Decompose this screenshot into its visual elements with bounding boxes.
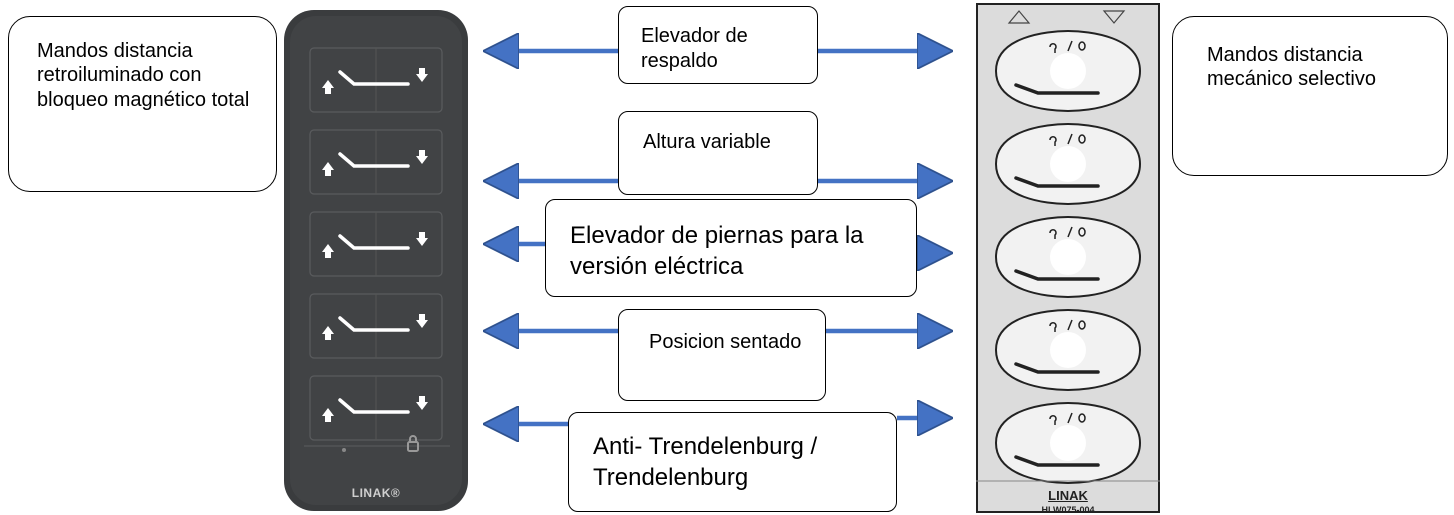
lock-icon [1078, 41, 1086, 51]
arrow-up-icon [322, 80, 334, 94]
unlock-icon [1049, 229, 1057, 239]
lock-icon [407, 435, 419, 452]
lock-icon [1078, 320, 1086, 330]
mechanical-button-1[interactable] [994, 29, 1142, 113]
label-sitting: Posicion sentado [618, 309, 826, 401]
label-sitting-text: Posicion sentado [649, 331, 802, 353]
bed-icon [338, 234, 410, 250]
mechanical-button-2[interactable] [994, 122, 1142, 206]
callout-backlit-remote-text: Mandos distancia retroiluminado con bloq… [37, 40, 250, 111]
bed-icon [1014, 83, 1100, 95]
arrow-up-icon [322, 162, 334, 176]
backlit-button-2[interactable] [309, 129, 443, 195]
arrow-up-icon [322, 408, 334, 422]
label-legs: Elevador de piernas para la versión eléc… [545, 199, 917, 297]
arrow-up-icon [322, 326, 334, 340]
label-trendelenburg-text: Anti- Trendelenburg / Trendelenburg [593, 433, 818, 492]
mechanical-button-3[interactable] [994, 215, 1142, 299]
lock-icon [1078, 227, 1086, 237]
callout-backlit-remote: Mandos distancia retroiluminado con bloq… [8, 16, 277, 192]
label-legs-text: Elevador de piernas para la versión eléc… [570, 222, 864, 281]
unlock-icon [1049, 415, 1057, 425]
backlit-button-3[interactable] [309, 211, 443, 277]
label-trendelenburg: Anti- Trendelenburg / Trendelenburg [568, 412, 897, 512]
backlit-remote [284, 10, 468, 511]
mechanical-remote-model: HLW075-004 [1041, 505, 1095, 515]
bed-icon [1014, 176, 1100, 188]
backlit-button-4[interactable] [309, 293, 443, 359]
up-triangle-icon [1007, 10, 1031, 24]
mechanical-button-4[interactable] [994, 308, 1142, 392]
backlit-button-5[interactable] [309, 375, 443, 441]
unlock-icon [1049, 322, 1057, 332]
arrow-up-icon [322, 244, 334, 258]
backlit-remote-brand: LINAK® [351, 486, 401, 500]
lock-icon [1078, 413, 1086, 423]
bed-icon [1014, 362, 1100, 374]
bed-icon [338, 398, 410, 414]
unlock-icon [1049, 136, 1057, 146]
down-triangle-icon [1102, 10, 1126, 24]
lock-icon [1078, 134, 1086, 144]
mechanical-button-5[interactable] [994, 401, 1142, 485]
arrow-down-icon [416, 232, 428, 246]
arrow-down-icon [416, 150, 428, 164]
unlock-icon [1049, 43, 1057, 53]
label-height-text: Altura variable [643, 131, 771, 153]
bed-icon [338, 316, 410, 332]
label-backrest-text: Elevador de respaldo [641, 25, 748, 72]
label-height: Altura variable [618, 111, 818, 195]
mechanical-remote [976, 3, 1160, 513]
bed-icon [338, 70, 410, 86]
callout-mechanical-remote: Mandos distancia mecánico selectivo [1172, 16, 1448, 176]
arrow-down-icon [416, 68, 428, 82]
arrow-down-icon [416, 314, 428, 328]
bed-icon [1014, 455, 1100, 467]
backlit-button-1[interactable] [309, 47, 443, 113]
arrow-down-icon [416, 396, 428, 410]
mechanical-remote-brand: LINAK [1048, 488, 1088, 503]
callout-mechanical-remote-text: Mandos distancia mecánico selectivo [1207, 44, 1376, 91]
bed-icon [338, 152, 410, 168]
bed-icon [1014, 269, 1100, 281]
label-backrest: Elevador de respaldo [618, 6, 818, 84]
